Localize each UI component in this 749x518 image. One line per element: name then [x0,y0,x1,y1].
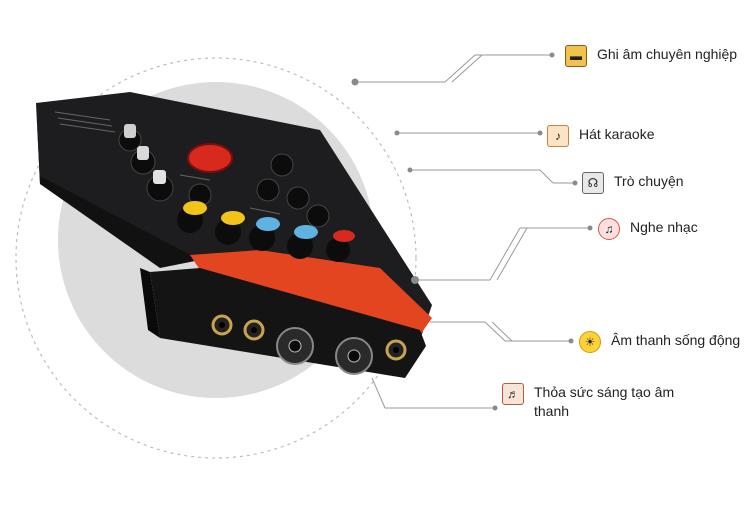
leader-dot [351,78,359,86]
blue-knob-ring [256,217,280,231]
feature-chat: ☊ Trò chuyện [582,172,684,194]
yellow-knob-ring [221,211,245,225]
feature-label: Âm thanh sống động [611,332,741,348]
headset-chat-icon: ☊ [582,172,604,194]
feature-creative-sound: ♬ Thỏa sức sáng tạo âm thanh [502,383,702,421]
feature-label: Hát karaoke [579,126,655,142]
knob [286,186,310,210]
knob [256,178,280,202]
dj-icon: ♬ [502,383,524,405]
leader-dot [407,167,413,173]
yellow-knob-ring [183,201,207,215]
yellow-knob [215,219,241,245]
panel-print [54,111,281,215]
device-side [36,103,200,268]
cassette-tape-icon: ▬ [565,45,587,67]
knob-cap [124,124,136,138]
device-accent-band [190,250,432,335]
front-connectors [211,314,407,375]
singer-icon: ♪ [547,125,569,147]
leader-dot [572,180,578,186]
music-note-icon: ♫ [598,218,620,240]
feature-label: Thỏa sức sáng tạo âm thanh [534,384,675,419]
knob-group [118,124,355,262]
feature-karaoke: ♪ Hát karaoke [547,125,654,147]
combo-jack-center [288,339,302,353]
dashed-ring [15,57,417,459]
feature-vivid-sound: ☀ Âm thanh sống động [579,331,740,353]
audio-mixer-device [36,92,432,378]
leader-dot [568,338,574,344]
leader-dot [411,276,419,284]
leader-dot [492,405,498,411]
jack-hole [219,322,225,328]
leader-dot [537,130,543,136]
sun-sound-icon: ☀ [579,331,601,353]
blue-knob [287,233,313,259]
blue-knob [249,225,275,251]
feature-label: Trò chuyện [614,173,684,189]
jack-hole [251,327,257,333]
knob [270,153,294,177]
feature-music: ♫ Nghe nhạc [598,218,698,240]
red-knob [326,238,350,262]
leader-dot [587,225,593,231]
feature-label: Nghe nhạc [630,219,698,235]
big-red-knob [187,143,233,173]
knob-cap [137,146,149,160]
leader-dot [549,52,555,58]
jack-hole [393,347,399,353]
blue-knob-ring [294,225,318,239]
feature-label: Ghi âm chuyên nghiệp [597,46,738,62]
knob [306,204,330,228]
leader-lines [355,54,590,409]
combo-jack-center [347,349,361,363]
device-front-edge [140,268,160,338]
leader-dot [394,130,400,136]
knob-cap [153,170,166,184]
leader-dots [351,52,593,411]
red-knob-ring [333,230,355,242]
feature-recording: ▬ Ghi âm chuyên nghiệp [565,45,737,67]
